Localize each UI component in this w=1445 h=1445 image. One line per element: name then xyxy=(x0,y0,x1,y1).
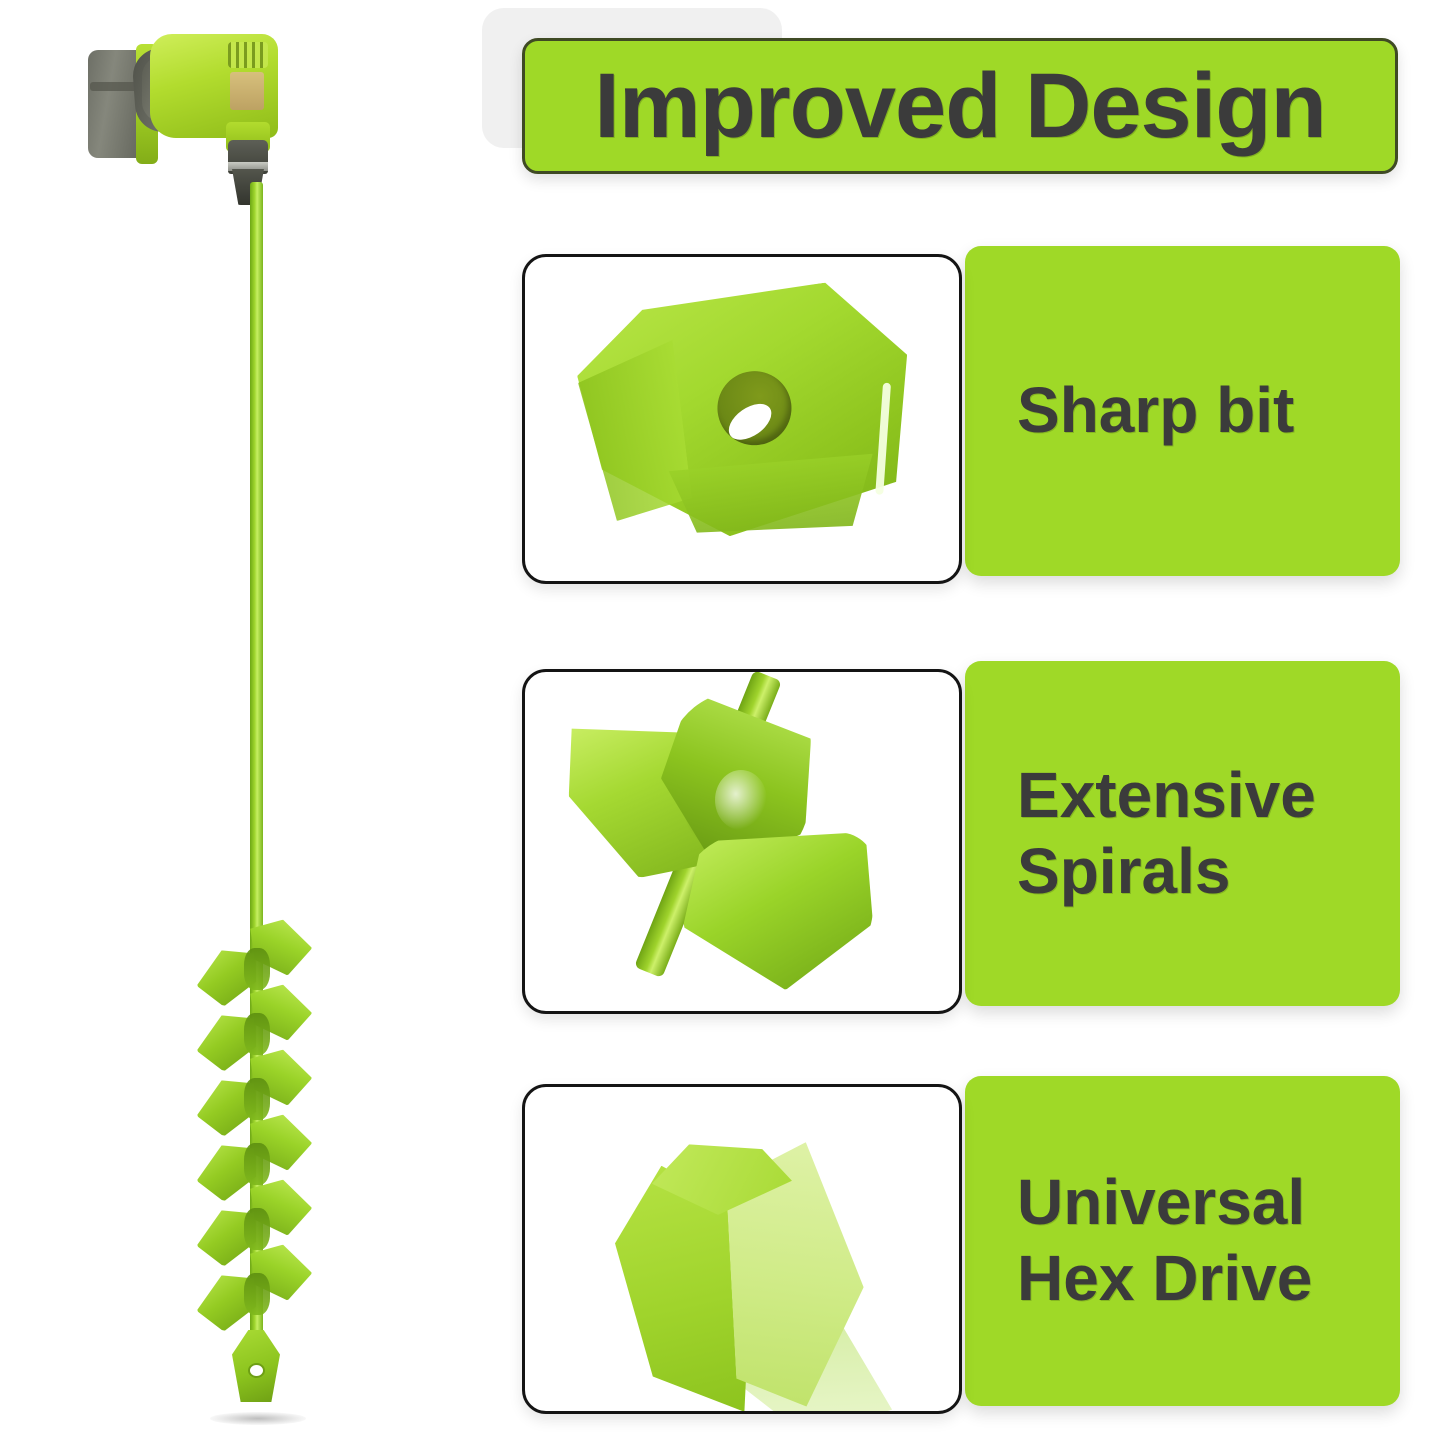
feature-label-line: Universal xyxy=(1017,1166,1306,1239)
drill-motor-window xyxy=(230,72,264,110)
auger-flight xyxy=(196,1050,312,1146)
feature-label-line: Sharp bit xyxy=(1017,374,1295,447)
feature-label-line: Extensive xyxy=(1017,758,1316,831)
header-banner: Improved Design xyxy=(522,38,1398,174)
feature-row-extensive-spirals: Extensive Spirals xyxy=(470,645,1445,1020)
feature-label-sharp-bit: Sharp bit xyxy=(965,246,1400,576)
feature-label-extensive-spirals: Extensive Spirals xyxy=(965,661,1400,1006)
feature-row-sharp-bit: Sharp bit xyxy=(470,230,1445,590)
auger-flight xyxy=(196,920,312,1016)
auger-spiral-icon xyxy=(525,672,959,1011)
feature-image-card-sharp-bit xyxy=(522,254,962,584)
feature-label-line: Spirals xyxy=(1017,834,1231,907)
product-image-panel xyxy=(0,0,470,1445)
page-title: Improved Design xyxy=(594,55,1326,157)
hex-shaft-icon xyxy=(525,1087,959,1411)
feature-image-card-extensive-spirals xyxy=(522,669,962,1014)
auger-flight xyxy=(196,1180,312,1276)
spiral-flight-lower xyxy=(683,832,873,990)
drill-battery-band xyxy=(90,82,148,91)
feature-label-line: Hex Drive xyxy=(1017,1242,1313,1314)
feature-image-card-universal-hex-drive xyxy=(522,1084,962,1414)
spiral-gloss-highlight xyxy=(715,770,767,830)
auger-flight xyxy=(196,1115,312,1211)
drill-chuck-ring xyxy=(228,162,268,171)
auger-tip-hole xyxy=(248,1363,265,1378)
hex-blade-icon xyxy=(525,257,959,581)
auger-flight xyxy=(196,1245,312,1341)
drill-vent-slots xyxy=(228,42,268,68)
feature-label-universal-hex-drive: Universal Hex Drive xyxy=(965,1076,1400,1406)
feature-list-panel: Improved Design Sharp bit xyxy=(470,0,1445,1445)
product-shadow xyxy=(210,1412,306,1425)
auger-flight xyxy=(196,985,312,1081)
cordless-drill-illustration xyxy=(78,22,298,205)
feature-row-universal-hex-drive: Universal Hex Drive xyxy=(470,1060,1445,1420)
